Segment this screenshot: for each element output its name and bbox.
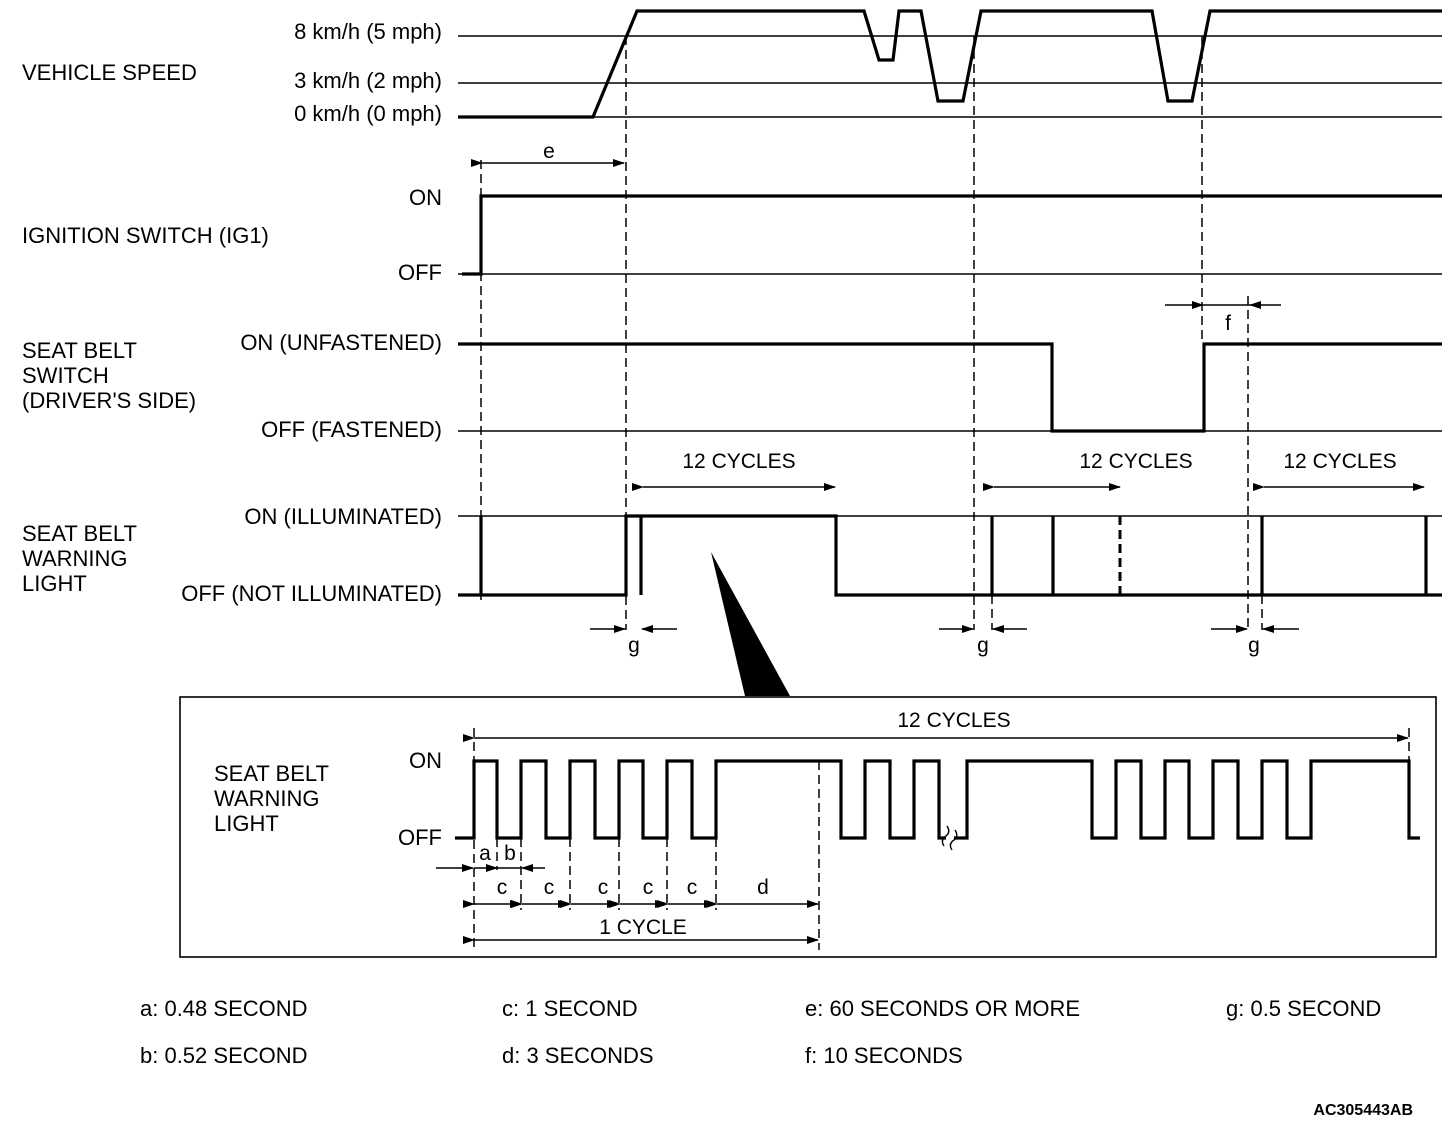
speed-level-3kmh: 3 km/h (2 mph): [294, 68, 442, 93]
cycles-label-2: 12 CYCLES: [1079, 450, 1192, 473]
detail-reference-lines: [473, 728, 1410, 950]
detail-one-cycle: 1 CYCLE: [463, 916, 819, 944]
seat-belt-switch-on-label: ON (UNFASTENED): [240, 330, 442, 355]
warning-light-off-label: OFF (NOT ILLUMINATED): [181, 581, 442, 606]
dimension-e: e: [471, 140, 625, 167]
seat-belt-switch-trace: [458, 342, 1442, 433]
dimension-e-label: e: [543, 140, 555, 163]
speed-level-0kmh: 0 km/h (0 mph): [294, 101, 442, 126]
cycles-span-2: 12 CYCLES: [983, 450, 1193, 491]
vehicle-speed-trace: [458, 9, 1442, 119]
warning-light-label-2: WARNING: [22, 546, 128, 571]
dimension-g-label-2: g: [977, 634, 989, 657]
detail-a-label: a: [479, 842, 491, 865]
vehicle-speed-label: VEHICLE SPEED: [22, 60, 197, 85]
figure-code: AC305443AB: [1313, 1102, 1413, 1119]
warning-light-trace: [458, 514, 1442, 597]
ignition-switch-label: IGNITION SWITCH (IG1): [22, 223, 269, 248]
detail-c-label-4: c: [643, 876, 654, 899]
detail-cycles-label: 12 CYCLES: [897, 709, 1010, 732]
detail-dimension-ab: a b: [436, 842, 545, 872]
legend-f: f: 10 SECONDS: [805, 1043, 963, 1068]
detail-box: [179, 696, 1437, 958]
speed-level-8kmh: 8 km/h (5 mph): [294, 19, 442, 44]
ignition-off-label: OFF: [398, 260, 442, 285]
legend-g: g: 0.5 SECOND: [1226, 996, 1381, 1021]
timing-reference-lines: [480, 36, 1263, 630]
detail-b-label: b: [504, 842, 516, 865]
dimension-g-label-3: g: [1248, 634, 1260, 657]
detail-light-label-3: LIGHT: [214, 811, 279, 836]
zoom-pointer: [711, 552, 790, 696]
seat-belt-switch-label-3: (DRIVER'S SIDE): [22, 388, 196, 413]
legend-b: b: 0.52 SECOND: [140, 1043, 308, 1068]
legend-d: d: 3 SECONDS: [502, 1043, 654, 1068]
detail-on-label: ON: [409, 748, 442, 773]
seat-belt-switch-label-2: SWITCH: [22, 363, 109, 388]
dimension-g-label-1: g: [628, 634, 640, 657]
detail-light-label-2: WARNING: [214, 786, 320, 811]
dimension-f-label: f: [1225, 312, 1231, 335]
legend-c: c: 1 SECOND: [502, 996, 638, 1021]
cycles-label-1: 12 CYCLES: [682, 450, 795, 473]
warning-light-label-1: SEAT BELT: [22, 521, 137, 546]
detail-c-label-3: c: [598, 876, 609, 899]
seat-belt-switch-label-1: SEAT BELT: [22, 338, 137, 363]
detail-warning-light-trace: [455, 759, 946, 840]
warning-light-on-label: ON (ILLUMINATED): [244, 504, 442, 529]
speed-reference-lines: [458, 35, 1442, 118]
ignition-on-label: ON: [409, 185, 442, 210]
detail-c-label-2: c: [544, 876, 555, 899]
legend-a: a: 0.48 SECOND: [140, 996, 308, 1021]
detail-one-cycle-label: 1 CYCLE: [599, 916, 687, 939]
cycles-span-3: 12 CYCLES: [1253, 450, 1425, 491]
detail-dimension-c-d: c c c c c d: [463, 876, 819, 908]
detail-warning-light-trace-cont: [954, 759, 1420, 840]
dimension-f: f: [1165, 301, 1281, 335]
dimension-g-3: g: [1211, 625, 1299, 657]
detail-off-label: OFF: [398, 825, 442, 850]
seat-belt-switch-off-label: OFF (FASTENED): [261, 417, 442, 442]
cycles-span-1: 12 CYCLES: [632, 450, 836, 491]
detail-d-label: d: [757, 876, 769, 899]
warning-light-label-3: LIGHT: [22, 571, 87, 596]
detail-c-label-5: c: [687, 876, 698, 899]
time-break-symbol: [941, 825, 958, 851]
dimension-g-2: g: [939, 625, 1027, 657]
legend-e: e: 60 SECONDS OR MORE: [805, 996, 1080, 1021]
cycles-label-3: 12 CYCLES: [1283, 450, 1396, 473]
detail-c-label-1: c: [497, 876, 508, 899]
dimension-g-1: g: [590, 625, 677, 657]
detail-light-label-1: SEAT BELT: [214, 761, 329, 786]
ignition-switch-trace: [462, 194, 1442, 276]
detail-12-cycles: 12 CYCLES: [463, 709, 1409, 742]
